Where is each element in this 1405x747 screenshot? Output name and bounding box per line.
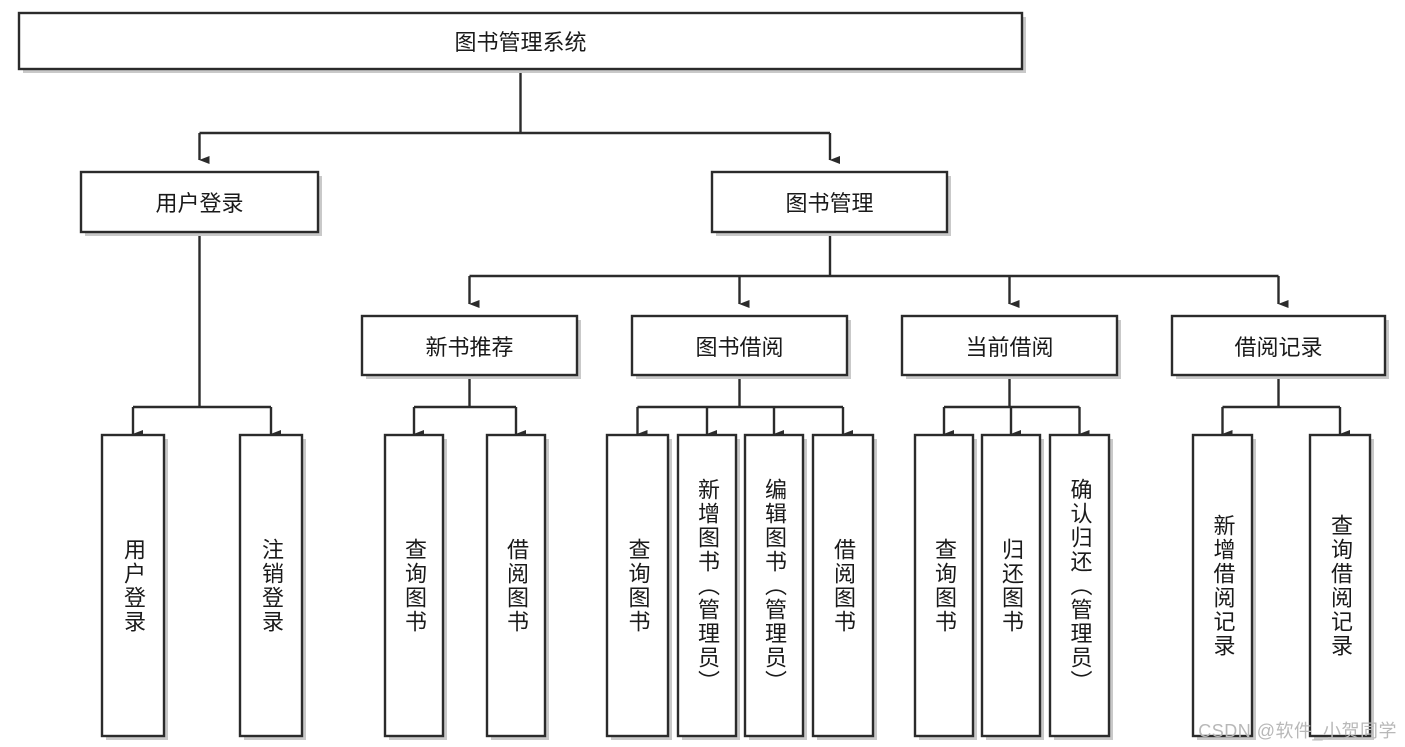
- leaf-return-book-box[interactable]: [980, 433, 1042, 738]
- leaf-add-book-box[interactable]: [676, 433, 738, 738]
- leaf-confirm-return-box[interactable]: [1048, 433, 1111, 738]
- watermark-text: CSDN @软件_小贺同学: [1198, 721, 1397, 741]
- leaf-query-book-2-box[interactable]: [605, 433, 670, 738]
- leaf-add-record-box[interactable]: [1191, 433, 1254, 738]
- connector-group: [131, 69, 1351, 439]
- node-rect-group: [17, 11, 1389, 379]
- new-book-rec-node-box[interactable]: [360, 314, 579, 377]
- leaf-query-book-1-box[interactable]: [383, 433, 445, 738]
- leaf-logout-box[interactable]: [238, 433, 304, 738]
- book-borrow-node-box[interactable]: [630, 314, 849, 377]
- user-login-node-box[interactable]: [79, 170, 320, 234]
- leaf-edit-book-box[interactable]: [743, 433, 805, 738]
- root-node-box[interactable]: [17, 11, 1024, 71]
- leaf-rect-group: [100, 433, 1374, 740]
- leaf-borrow-book-2-box[interactable]: [811, 433, 875, 738]
- leaf-user-login-box[interactable]: [100, 433, 166, 738]
- leaf-query-book-3-box[interactable]: [913, 433, 975, 738]
- leaf-query-record-box[interactable]: [1308, 433, 1372, 738]
- borrow-record-node-box[interactable]: [1170, 314, 1387, 377]
- leaf-borrow-book-1-box[interactable]: [485, 433, 547, 738]
- book-manage-node-box[interactable]: [710, 170, 949, 234]
- current-borrow-node-box[interactable]: [900, 314, 1119, 377]
